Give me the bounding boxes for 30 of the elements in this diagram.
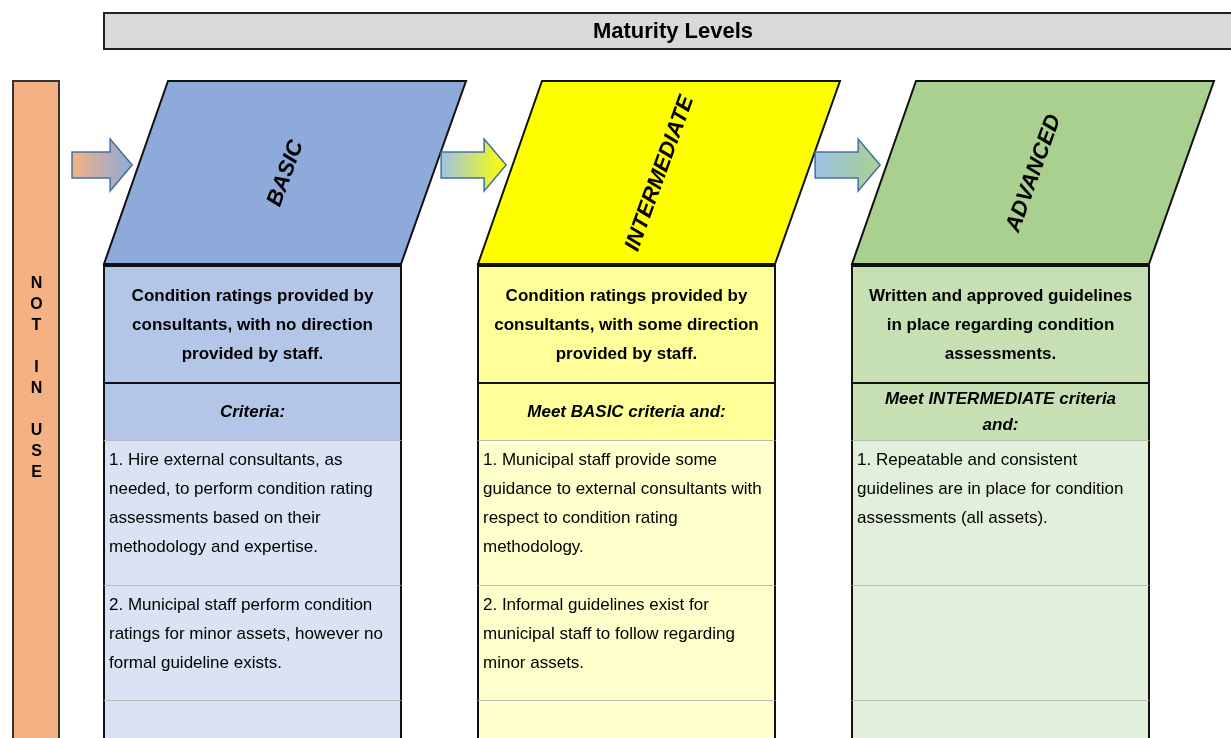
description-text: Written and approved guidelines in place regarding condition assessments. — [867, 285, 1134, 365]
criteria-cell — [851, 585, 1150, 700]
criteria-cell — [103, 440, 402, 585]
criteria-heading: Meet BASIC criteria and: — [526, 401, 727, 423]
block-arrow — [814, 136, 882, 194]
description-text: Condition ratings provided by consultants, with some direction provided by staff. — [493, 285, 760, 365]
criteria-heading: Criteria: — [218, 401, 287, 423]
title-text: Maturity Levels — [592, 18, 754, 44]
description-cell — [851, 265, 1150, 382]
criteria-cell — [851, 440, 1150, 585]
criteria-text: 2. Informal guidelines exist for municipal staff to follow regarding minor assets. — [483, 594, 736, 674]
status-label: NOT IN USE — [27, 274, 45, 484]
description-cell — [103, 265, 402, 382]
criteria-text: 1. Municipal staff provide some guidance to external consultants with respect to condition rating methodology. — [483, 449, 763, 558]
criteria-cell — [103, 585, 402, 700]
criteria-heading-cell — [477, 382, 776, 440]
criteria-text: 1. Repeatable and consistent guidelines are in place for condition assessments (all assets). — [857, 449, 1125, 529]
block-arrow — [71, 136, 134, 194]
criteria-heading: Meet INTERMEDIATE criteria and: — [883, 388, 1118, 436]
criteria-cell — [477, 440, 776, 585]
level-name: BASIC — [261, 135, 309, 210]
description-cell — [477, 265, 776, 382]
criteria-heading-cell — [851, 382, 1150, 440]
criteria-heading-cell — [103, 382, 402, 440]
criteria-text: 1. Hire external consultants, as needed, to perform condition rating assessments based on their methodology and expertise. — [109, 449, 374, 558]
block-arrow — [440, 136, 508, 194]
criteria-cell — [477, 585, 776, 700]
criteria-text: 2. Municipal staff perform condition ratings for minor assets, however no formal guideline exists. — [109, 594, 384, 674]
status-bar — [12, 80, 60, 738]
description-text: Condition ratings provided by consultants, with no direction provided by staff. — [130, 285, 375, 365]
